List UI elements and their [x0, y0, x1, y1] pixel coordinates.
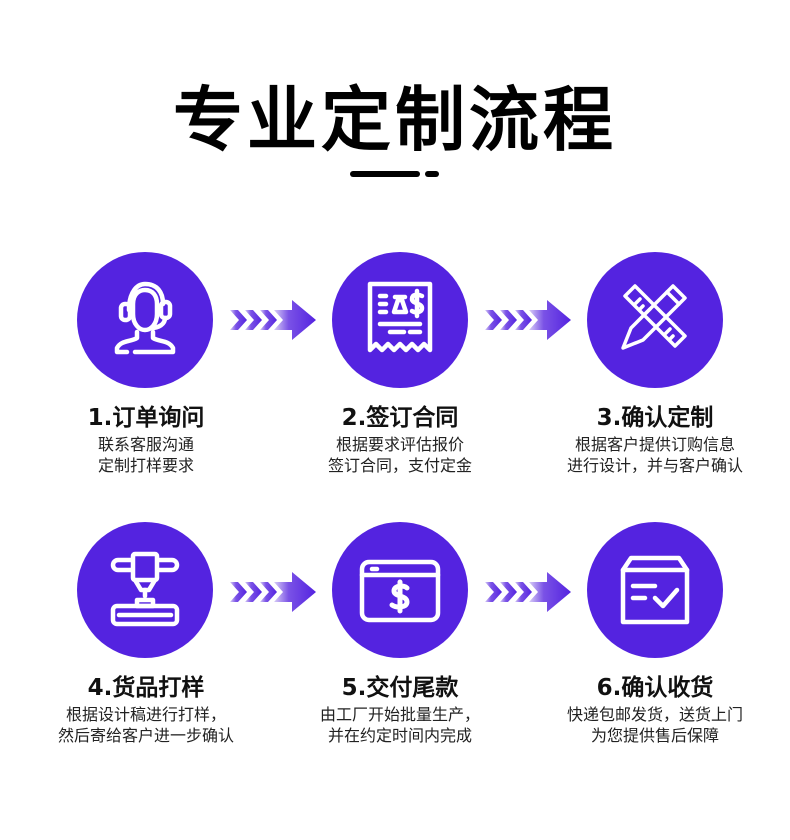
step-2-desc-line-1: 根据要求评估报价 — [335, 435, 464, 454]
3d-printer-icon — [110, 551, 180, 627]
step-5-title: 5.交付尾款 — [341, 675, 459, 701]
step-4-title: 4.货品打样 — [87, 675, 205, 701]
box-check-icon — [620, 555, 690, 625]
chevron-arrow-right-icon — [230, 300, 316, 340]
step-3-title: 3.确认定制 — [596, 405, 714, 431]
receipt-icon — [367, 281, 433, 353]
step-3-desc-line-1: 根据客户提供订购信息 — [574, 435, 735, 454]
step-2-title: 2.签订合同 — [341, 405, 459, 431]
step-3-circle — [587, 252, 723, 388]
step-4-desc-line-2: 然后寄给客户进一步确认 — [57, 726, 234, 745]
pencil-ruler-icon — [621, 284, 687, 350]
payment-window-icon — [359, 559, 441, 623]
page-title: 专业定制流程 — [173, 79, 617, 161]
step-2-desc-line-2: 签订合同，支付定金 — [327, 456, 472, 475]
step-6-desc-line-2: 为您提供售后保障 — [590, 726, 719, 745]
step-6-circle — [587, 522, 723, 658]
step-1-circle — [77, 252, 213, 388]
step-1-desc-line-2: 定制打样要求 — [97, 456, 194, 475]
step-6-title: 6.确认收货 — [596, 675, 714, 701]
chevron-arrow-right-icon — [485, 300, 571, 340]
step-6-desc-line-1: 快递包邮发货，送货上门 — [566, 705, 743, 724]
step-4-circle — [77, 522, 213, 658]
chevron-arrow-right-icon — [230, 572, 316, 612]
title-divider-short — [425, 171, 439, 177]
step-4-desc-line-1: 根据设计稿进行打样， — [65, 705, 226, 724]
step-2-circle — [332, 252, 468, 388]
step-1-desc-line-1: 联系客服沟通 — [97, 435, 194, 454]
step-5-desc-line-1: 由工厂开始批量生产， — [319, 705, 480, 724]
step-3-desc-line-2: 进行设计，并与客户确认 — [566, 456, 743, 475]
title-divider-long — [350, 171, 420, 177]
chevron-arrow-right-icon — [485, 572, 571, 612]
step-5-circle — [332, 522, 468, 658]
step-1-title: 1.订单询问 — [87, 405, 205, 431]
headset-agent-icon — [114, 281, 176, 355]
step-5-desc-line-2: 并在约定时间内完成 — [327, 726, 472, 745]
